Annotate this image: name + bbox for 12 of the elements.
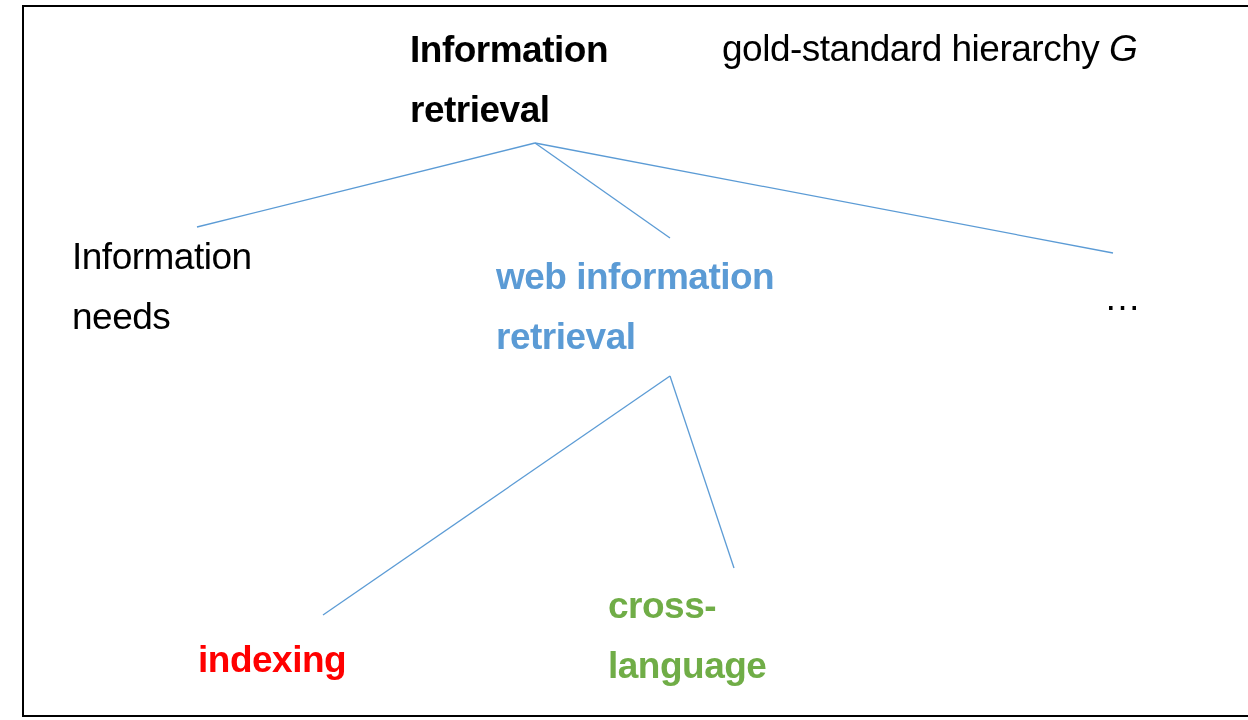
node-label: Information needs	[72, 235, 253, 339]
tree-line	[196, 142, 536, 228]
tree-line	[322, 375, 671, 616]
node-label: indexing	[198, 638, 348, 682]
tree-line	[534, 142, 671, 239]
tree-line	[669, 375, 735, 569]
node-label: …	[1104, 276, 1142, 320]
node-label: web information retrieval	[496, 255, 776, 359]
node-label: cross-language	[608, 584, 768, 688]
tree-line	[534, 142, 1114, 254]
node-label: Information retrieval	[410, 28, 609, 132]
hierarchy-caption: gold-standard hierarchy G	[722, 27, 1138, 71]
